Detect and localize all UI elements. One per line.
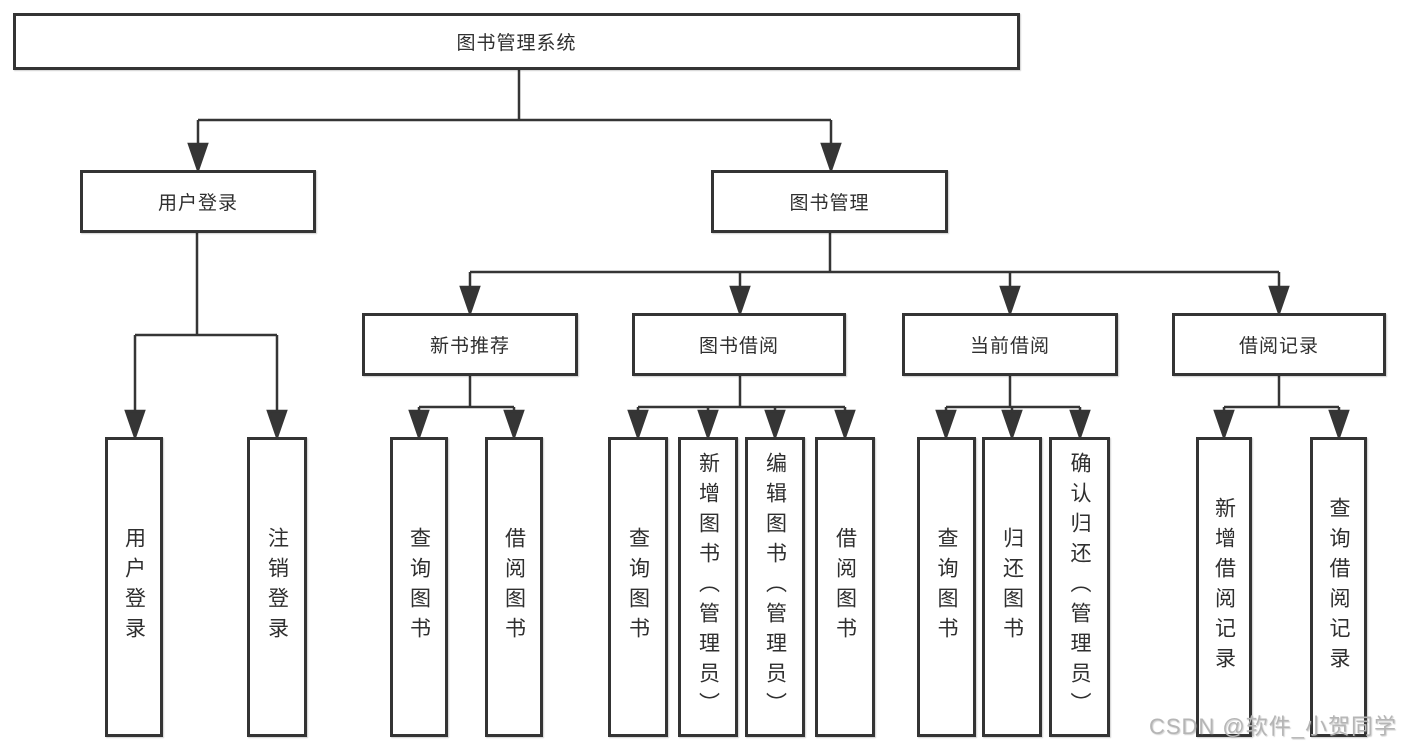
leaf-borrow-books-b-label: 借阅图书	[833, 527, 857, 647]
leaf-query-books-c-label: 查询图书	[935, 527, 958, 647]
connector-book-borrowing-to-leaves	[627, 376, 856, 441]
leaf-query-borrow-record-label: 查询借阅记录	[1327, 497, 1350, 677]
node-borrowing-records-label: 借阅记录	[1238, 336, 1319, 357]
leaf-borrow-books-b: 借阅图书	[815, 437, 875, 737]
leaf-edit-books-admin-label: 编辑图书（管理员）	[763, 452, 787, 722]
node-user-login-label: 用户登录	[157, 193, 238, 214]
node-book-management: 图书管理	[711, 170, 948, 233]
leaf-query-books-b-label: 查询图书	[626, 527, 650, 647]
leaf-confirm-return-admin-label: 确认归还（管理员）	[1068, 452, 1091, 722]
node-user-login: 用户登录	[80, 170, 316, 233]
node-root: 图书管理系统	[13, 13, 1020, 70]
leaf-logout-label: 注销登录	[265, 527, 289, 647]
leaf-add-books-admin: 新增图书（管理员）	[678, 437, 738, 737]
node-book-borrowing: 图书借阅	[632, 313, 846, 376]
leaf-edit-books-admin: 编辑图书（管理员）	[745, 437, 805, 737]
node-current-borrowing: 当前借阅	[902, 313, 1118, 376]
leaf-add-borrow-record-label: 新增借阅记录	[1212, 497, 1236, 677]
leaf-query-books-b: 查询图书	[608, 437, 668, 737]
node-book-borrowing-label: 图书借阅	[698, 336, 779, 357]
leaf-user-login: 用户登录	[105, 437, 163, 737]
connector-root-to-level2	[187, 70, 842, 174]
connector-book-management-to-level3	[459, 233, 1290, 317]
leaf-user-login-label: 用户登录	[122, 527, 146, 647]
connector-new-book-recommend-to-leaves	[408, 376, 525, 441]
leaf-borrow-books-a-label: 借阅图书	[502, 527, 526, 647]
node-current-borrowing-label: 当前借阅	[969, 336, 1050, 357]
node-new-book-recommend-label: 新书推荐	[429, 336, 510, 357]
leaf-logout: 注销登录	[247, 437, 307, 737]
leaf-query-books-a-label: 查询图书	[407, 527, 431, 647]
node-book-management-label: 图书管理	[789, 193, 870, 214]
leaf-query-books-c: 查询图书	[917, 437, 976, 737]
connector-current-borrowing-to-leaves	[935, 376, 1091, 441]
leaf-return-books-label: 归还图书	[1000, 527, 1024, 647]
node-borrowing-records: 借阅记录	[1172, 313, 1386, 376]
leaf-return-books: 归还图书	[982, 437, 1042, 737]
node-new-book-recommend: 新书推荐	[362, 313, 578, 376]
connector-user-login-to-leaves	[124, 233, 288, 441]
leaf-add-borrow-record: 新增借阅记录	[1196, 437, 1252, 737]
leaf-borrow-books-a: 借阅图书	[485, 437, 543, 737]
leaf-query-books-a: 查询图书	[390, 437, 448, 737]
leaf-query-borrow-record: 查询借阅记录	[1310, 437, 1367, 737]
node-root-label: 图书管理系统	[456, 33, 577, 54]
connector-borrowing-records-to-leaves	[1213, 376, 1350, 441]
csdn-watermark: CSDN @软件_小贺同学	[1148, 714, 1397, 739]
leaf-confirm-return-admin: 确认归还（管理员）	[1049, 437, 1110, 737]
leaf-add-books-admin-label: 新增图书（管理员）	[696, 452, 720, 722]
